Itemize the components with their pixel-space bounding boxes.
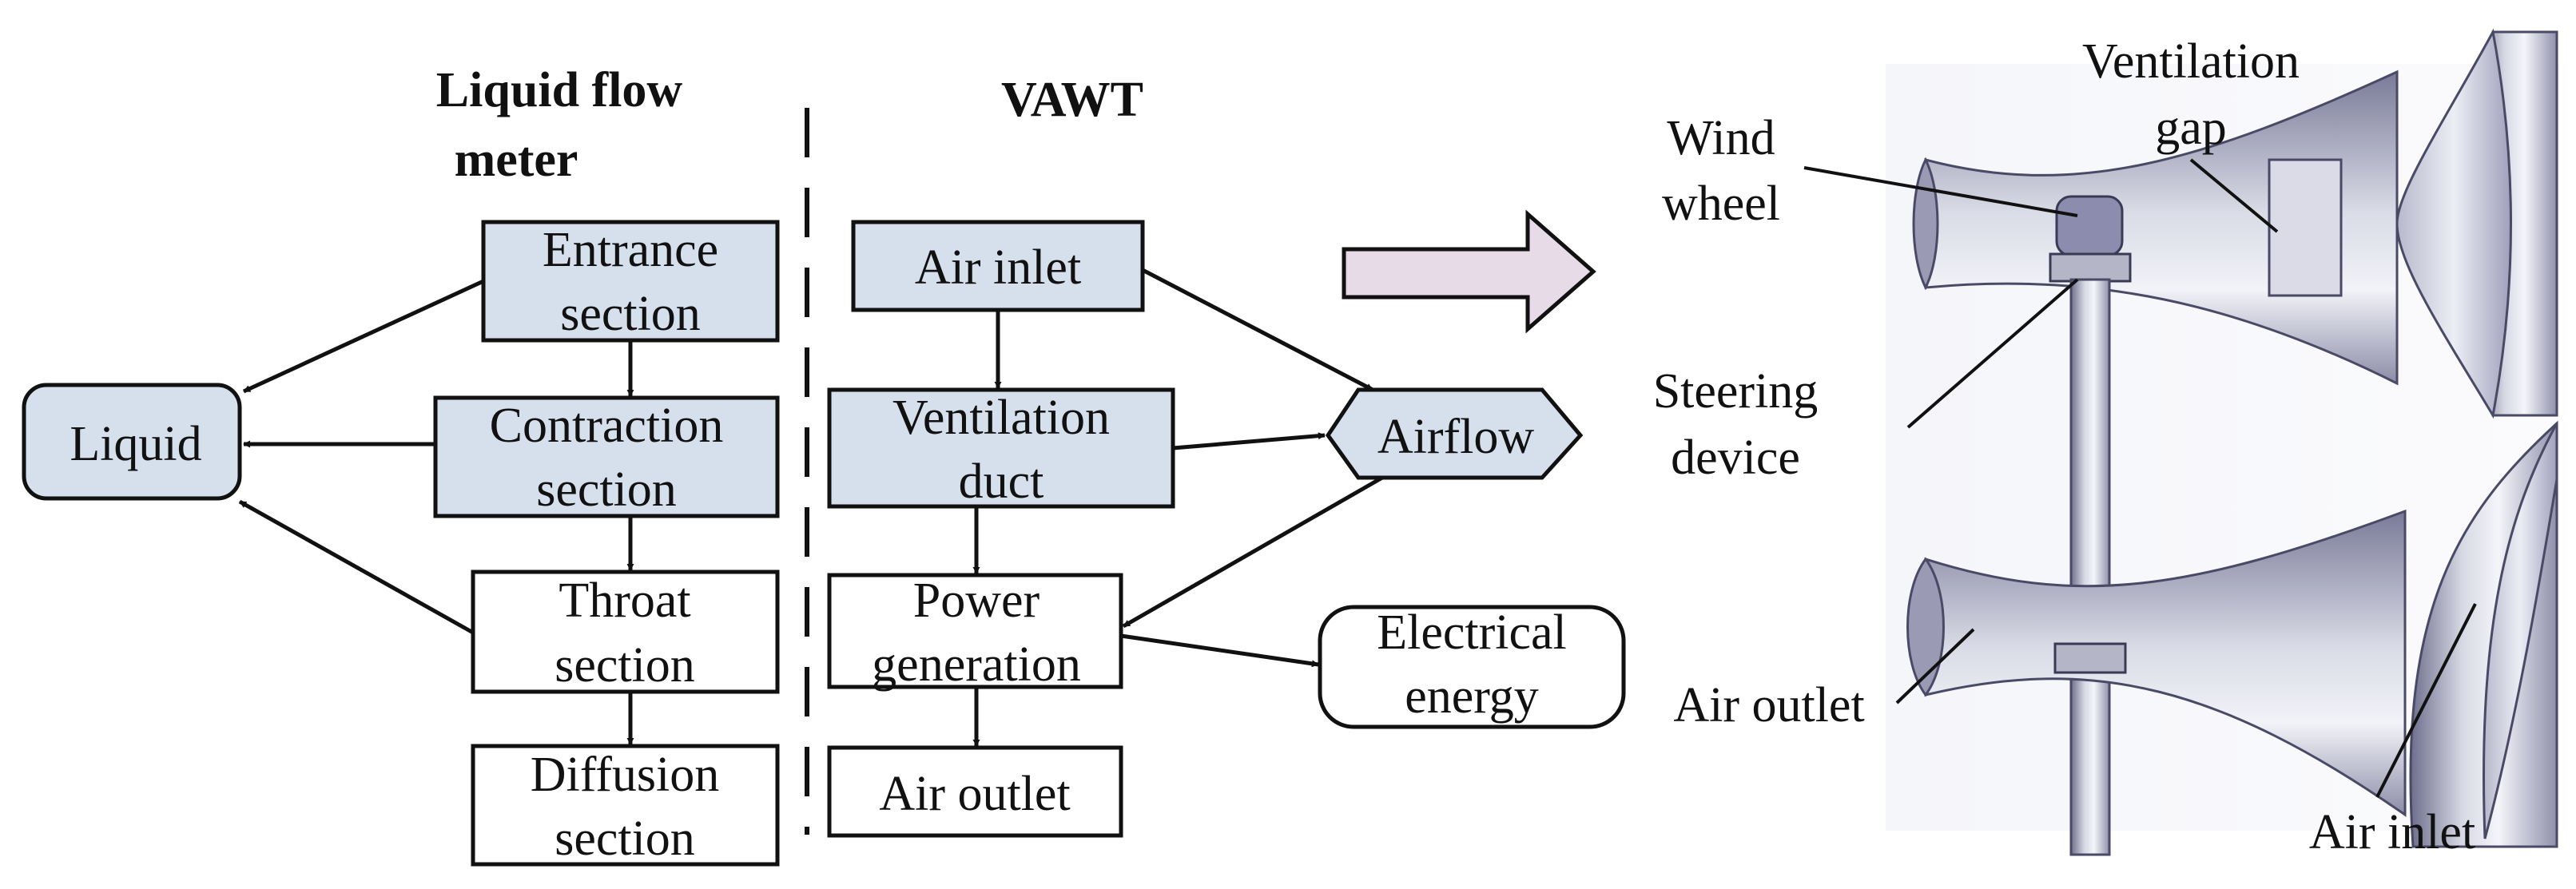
arrow-power-to-electrical [1120, 633, 1319, 668]
steering-collar-bottom [2053, 642, 2127, 674]
ventilation-gap-line2: gap [2155, 101, 2227, 155]
diffusion-line2: section [555, 812, 695, 866]
box-contraction-section: Contraction section [433, 395, 780, 518]
air-inlet-label: Air inlet [915, 240, 1081, 295]
leader-wind-wheel [1803, 166, 2078, 217]
ventilation-gap-line1: Ventilation [2082, 34, 2300, 89]
entrance-line1: Entrance [543, 223, 718, 277]
box-air-inlet: Air inlet [851, 220, 1145, 312]
box-entrance-section: Entrance section [481, 220, 780, 343]
hexagon-airflow: Airflow [1325, 387, 1584, 480]
lower-bell-inner [2483, 423, 2558, 839]
diffusion-line1: Diffusion [531, 748, 720, 802]
wind-wheel-hub [2055, 195, 2124, 257]
liquid-label: Liquid [70, 417, 201, 471]
lower-duct [1924, 509, 2407, 817]
steering-device-line2: device [1671, 431, 1800, 485]
vertical-shaft [2069, 278, 2111, 856]
wind-wheel-line2: wheel [1662, 177, 1780, 231]
leader-steering-device [1906, 278, 2079, 429]
box-air-outlet: Air outlet [827, 745, 1123, 838]
power-generation-line2: generation [872, 637, 1081, 692]
air-inlet-model-label: Air inlet [2309, 805, 2475, 859]
airflow-label: Airflow [1377, 410, 1535, 464]
air-outlet-model-label: Air outlet [1673, 678, 1864, 732]
upper-bell-inner [2395, 28, 2512, 419]
contraction-line2: section [536, 462, 677, 517]
entrance-line2: section [560, 287, 701, 341]
arrow-inlet-to-airflow [1141, 268, 1374, 392]
box-ventilation-duct: Ventilation duct [827, 387, 1175, 509]
contraction-line1: Contraction [490, 399, 724, 453]
leader-ventilation-gap [2189, 158, 2279, 233]
box-electrical-energy: Electrical energy [1318, 605, 1626, 729]
leader-air-outlet [1895, 628, 1975, 704]
steering-device-line1: Steering [1653, 364, 1819, 419]
electrical-energy-line2: energy [1405, 669, 1539, 724]
arrow-entrance-to-liquid [242, 279, 485, 394]
arrow-throat-to-liquid [238, 499, 475, 635]
transition-arrow [1342, 209, 1596, 334]
lower-duct-left-face [1906, 557, 1945, 697]
steering-collar-top [2049, 252, 2132, 283]
ventilation-duct-line1: Ventilation [892, 391, 1110, 445]
header-liquid-flow-meter-line2: meter [455, 133, 578, 187]
ventilation-gap-slot [2268, 158, 2343, 297]
box-liquid: Liquid [22, 383, 242, 501]
box-diffusion-section: Diffusion section [471, 744, 780, 867]
arrow-duct-to-airflow [1172, 432, 1326, 450]
throat-line2: section [555, 638, 695, 693]
throat-line1: Throat [559, 573, 690, 628]
header-liquid-flow-meter-line1: Liquid flow [436, 63, 683, 117]
arrow-airflow-to-power [1122, 475, 1384, 629]
electrical-energy-line1: Electrical [1377, 605, 1567, 660]
header-vawt: VAWT [1001, 73, 1143, 127]
power-generation-line1: Power [913, 573, 1040, 628]
ventilation-duct-line2: duct [959, 454, 1044, 509]
vawt-3d-model [1886, 28, 2560, 856]
leader-air-inlet [2375, 603, 2477, 798]
box-throat-section: Throat section [471, 570, 780, 694]
air-outlet-label: Air outlet [879, 767, 1070, 821]
wind-wheel-line1: Wind [1667, 111, 1775, 165]
box-power-generation: Power generation [827, 573, 1123, 692]
